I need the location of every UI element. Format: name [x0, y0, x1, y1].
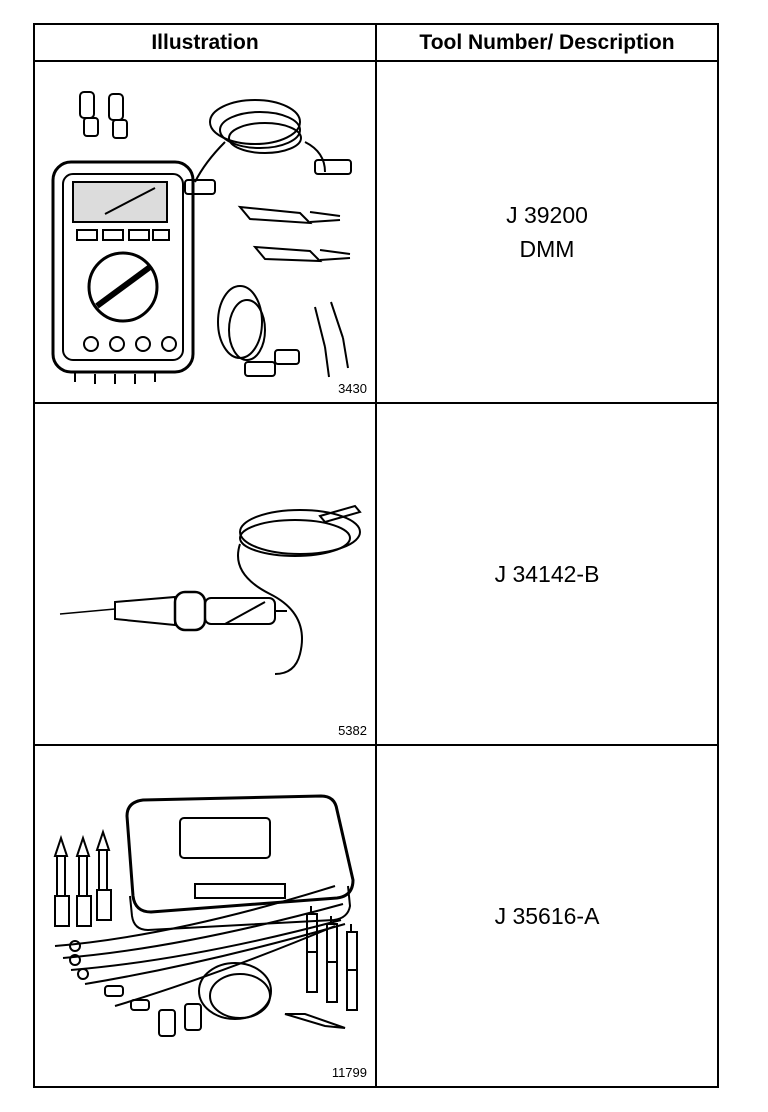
tool-description-cell: J 34142-B: [375, 402, 719, 746]
illustration-cell: 3430: [33, 60, 377, 404]
tool-description: DMM: [519, 236, 575, 262]
table-row: 11799 J 35616-A: [33, 744, 719, 1088]
tool-description-cell: J 35616-A: [375, 744, 719, 1088]
figure-number: 5382: [338, 723, 367, 738]
tool-table: Illustration Tool Number/ Description: [33, 23, 719, 1088]
table-row: 5382 J 34142-B: [33, 402, 719, 746]
table-header-row: Illustration Tool Number/ Description: [33, 23, 719, 62]
illustration-cell: 5382: [33, 402, 377, 746]
figure-number: 3430: [338, 381, 367, 396]
tool-description-cell: J 39200 DMM: [375, 60, 719, 404]
illustration-column-header: Illustration: [33, 23, 377, 62]
test-light-probe-icon: [59, 504, 362, 675]
table-row: 3430 J 39200 DMM: [33, 60, 719, 404]
tool-number: J 39200: [506, 202, 588, 228]
description-column-header: Tool Number/ Description: [375, 23, 719, 62]
illustration-cell: 11799: [33, 744, 377, 1088]
figure-number: 11799: [331, 1065, 367, 1080]
tool-number: J 34142-B: [494, 561, 600, 587]
tool-number: J 35616-A: [494, 903, 600, 929]
connector-test-adapter-kit-icon: [53, 794, 358, 1037]
digital-multimeter-kit-icon: [51, 91, 352, 384]
